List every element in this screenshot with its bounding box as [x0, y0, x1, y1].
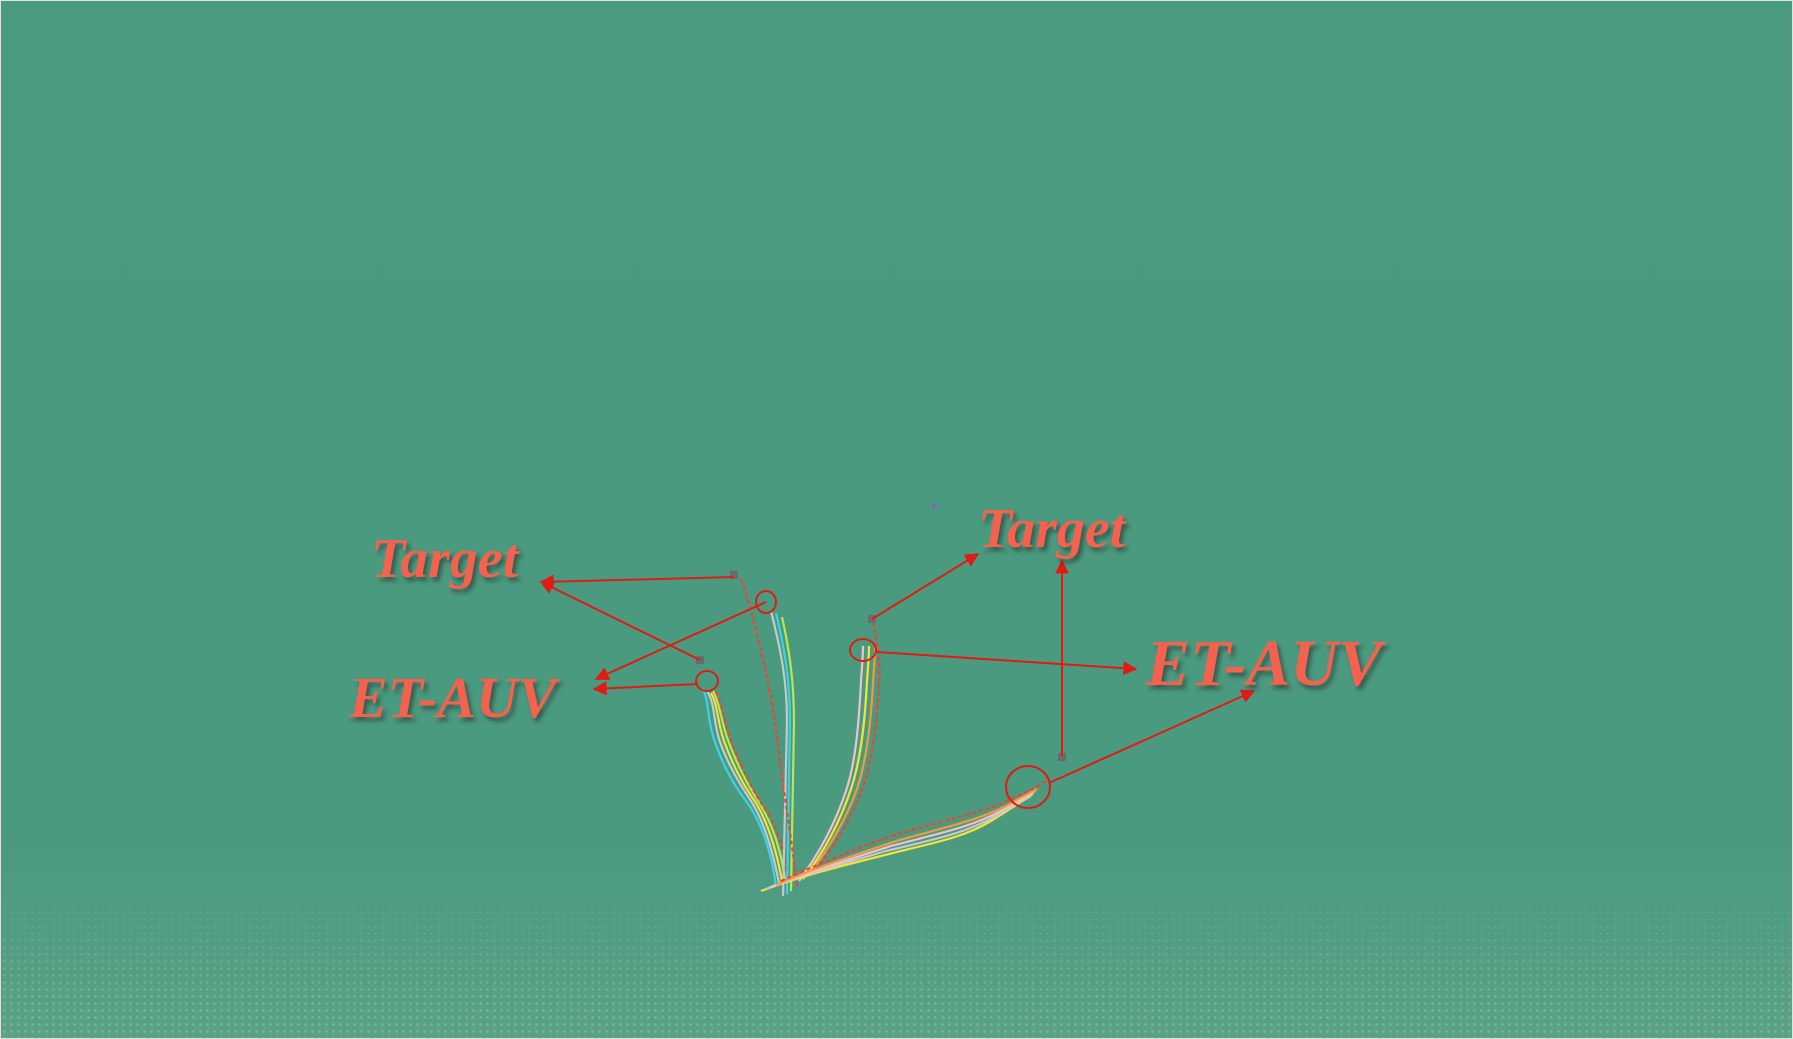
trajectory-bundle-center: [739, 578, 799, 897]
arrow-icon: [539, 553, 1256, 784]
circle-marker-icon: [1005, 765, 1051, 809]
et-auv-label-right: ET-AUV: [1146, 627, 1382, 700]
target-label-right: Target: [978, 498, 1126, 560]
circle-marker-icon: [755, 590, 777, 614]
trajectory-bundle-right-upper: [798, 620, 881, 882]
target-label-left: Target: [371, 528, 519, 590]
circle-marker-icon: [695, 670, 719, 692]
et-auv-label-left: ET-AUV: [349, 665, 557, 730]
trajectory-bundle-left: [702, 688, 790, 887]
seafloor: [1, 888, 1792, 1038]
target-marker-icon: [730, 571, 738, 579]
speck-icon: [932, 503, 937, 510]
trajectory-bundle-right-lower: [760, 780, 1047, 893]
target-marker-icon: [1058, 753, 1066, 761]
circle-marker-icon: [849, 638, 877, 662]
